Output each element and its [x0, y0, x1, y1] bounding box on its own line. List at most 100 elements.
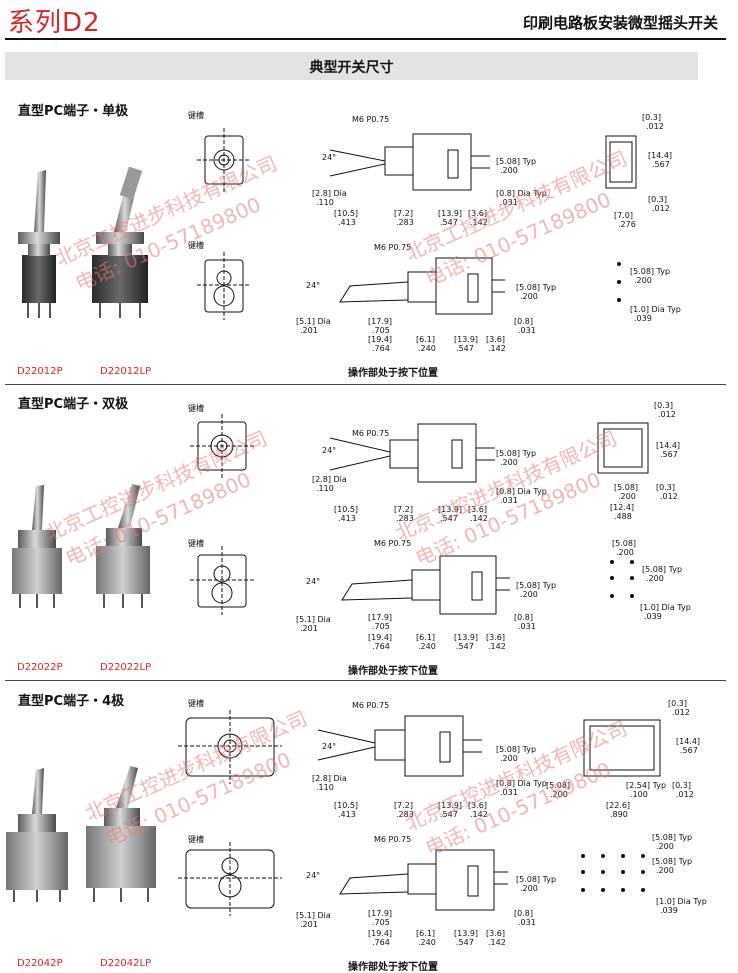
- pin-dia-label: [0.8]: [514, 613, 533, 622]
- pin-pitch-label: [5.08] Typ: [496, 449, 537, 458]
- keyway-label: 键槽: [188, 111, 204, 120]
- thread-label: M6 P0.75: [352, 429, 390, 438]
- dim-label: [7.2]: [394, 209, 413, 218]
- dim-label: [17.9]: [368, 317, 393, 326]
- dim-label: .142: [488, 642, 506, 651]
- dim-label: .567: [660, 450, 678, 459]
- dia-label: .201: [300, 624, 318, 633]
- dim-label: .142: [488, 344, 506, 353]
- dim-label: [0.3]: [668, 699, 687, 708]
- dim-label: .547: [456, 938, 474, 947]
- dim-label: [7.0]: [614, 211, 633, 220]
- dim-label: [14.4]: [656, 441, 681, 450]
- angle-label: 24°: [322, 446, 337, 455]
- dim-label: .413: [338, 218, 356, 227]
- dim-label: [6.1]: [416, 633, 435, 642]
- dim-label: [10.5]: [334, 801, 359, 810]
- dim-label: .413: [338, 514, 356, 523]
- pin-dia-label: [0.8] Dia Typ: [496, 487, 547, 496]
- pin-pitch-label: .200: [520, 292, 538, 301]
- dim-label: .012: [676, 790, 694, 799]
- dim-label: .012: [646, 122, 664, 131]
- thread-label: M6 P0.75: [352, 115, 390, 124]
- dim-label: .283: [396, 218, 414, 227]
- pin-pitch-label: .200: [500, 754, 518, 763]
- pin-dia-label: [0.8]: [514, 909, 533, 918]
- pin-dia-label: [1.0] Dia Typ: [630, 305, 681, 314]
- dim-label: [17.9]: [368, 909, 393, 918]
- dim-label: .240: [418, 642, 436, 651]
- dim-label: [13.9]: [454, 335, 479, 344]
- pin-dia-label: .039: [644, 612, 662, 621]
- dim-label: [10.5]: [334, 505, 359, 514]
- dim-label: .547: [456, 344, 474, 353]
- pin-dia-label: [0.8] Dia Typ: [496, 779, 547, 788]
- dim-label: .547: [440, 810, 458, 819]
- banner-title: 典型开关尺寸: [309, 60, 394, 76]
- dim-label: .705: [372, 918, 390, 927]
- pin-pitch-label: [5.08] Typ: [496, 745, 537, 754]
- pin-pitch-label: [5.08] Typ: [496, 157, 537, 166]
- thread-label: M6 P0.75: [352, 701, 390, 710]
- dia-label: .110: [316, 484, 334, 493]
- keyway-label: 键槽: [188, 835, 204, 844]
- dim-label: .547: [440, 514, 458, 523]
- dim-label: [3.6]: [468, 801, 487, 810]
- pin-layout: [581, 262, 645, 892]
- dia-label: .201: [300, 920, 318, 929]
- header-divider: [5, 38, 726, 40]
- dim-label: [13.9]: [438, 209, 463, 218]
- dim-label: .705: [372, 622, 390, 631]
- dim-label: [13.9]: [454, 633, 479, 642]
- dim-label: .012: [660, 492, 678, 501]
- dim-label: .567: [652, 160, 670, 169]
- dia-label: [5.1] Dia: [296, 317, 331, 326]
- dia-label: [2.8] Dia: [312, 189, 347, 198]
- keyway-label: 键槽: [188, 699, 204, 708]
- pin-dia-label: [1.0] Dia Typ: [640, 603, 691, 612]
- angle-label: 24°: [306, 281, 321, 290]
- dim-label: [22.6]: [606, 801, 631, 810]
- dim-label: [7.2]: [394, 505, 413, 514]
- end-view-drawing: [583, 135, 661, 777]
- angle-label: 24°: [322, 742, 337, 751]
- dim-label: [13.9]: [438, 801, 463, 810]
- dim-label: [17.9]: [368, 613, 393, 622]
- pin-pitch-label: .200: [646, 574, 664, 583]
- dim-label: .547: [456, 642, 474, 651]
- dia-label: [2.8] Dia: [312, 475, 347, 484]
- pin-dia-label: [0.8] Dia Typ: [496, 189, 547, 198]
- dim-label: .764: [372, 938, 390, 947]
- angle-label: 24°: [306, 577, 321, 586]
- pin-pitch-label: .200: [656, 842, 674, 851]
- model-number: D22012P: [17, 366, 63, 377]
- dim-label: [10.5]: [334, 209, 359, 218]
- page-subtitle: 印刷电路板安装微型摇头开关: [522, 14, 718, 32]
- pin-dia-label: [1.0] Dia Typ: [656, 897, 707, 906]
- pin-dia-label: .031: [518, 918, 536, 927]
- section-title-four-pole: 直型PC端子・4极: [18, 694, 125, 709]
- dim-label: [12.4]: [610, 503, 635, 512]
- pin-pitch-label: [5.08] Typ: [652, 857, 693, 866]
- model-number: D22042P: [17, 958, 63, 969]
- thread-label: M6 P0.75: [374, 243, 412, 252]
- dim-label: .142: [470, 810, 488, 819]
- pin-dia-label: [0.8]: [514, 317, 533, 326]
- dim-label: [5.08]: [612, 539, 637, 548]
- dim-label: [3.6]: [468, 209, 487, 218]
- dim-label: [0.3]: [672, 781, 691, 790]
- angle-label: 24°: [322, 153, 337, 162]
- dim-label: [13.9]: [438, 505, 463, 514]
- dim-label: [3.6]: [486, 633, 505, 642]
- dim-label: [0.3]: [642, 113, 661, 122]
- dim-label: .012: [652, 204, 670, 213]
- dim-label: .200: [550, 790, 568, 799]
- pin-dia-label: .039: [660, 906, 678, 915]
- switch-photo: [6, 768, 68, 902]
- section-divider: [5, 384, 726, 385]
- dim-label: [19.4]: [368, 929, 393, 938]
- thread-label: M6 P0.75: [374, 835, 412, 844]
- model-number: D22022P: [17, 662, 63, 673]
- dim-label: .283: [396, 514, 414, 523]
- dim-label: .567: [680, 746, 698, 755]
